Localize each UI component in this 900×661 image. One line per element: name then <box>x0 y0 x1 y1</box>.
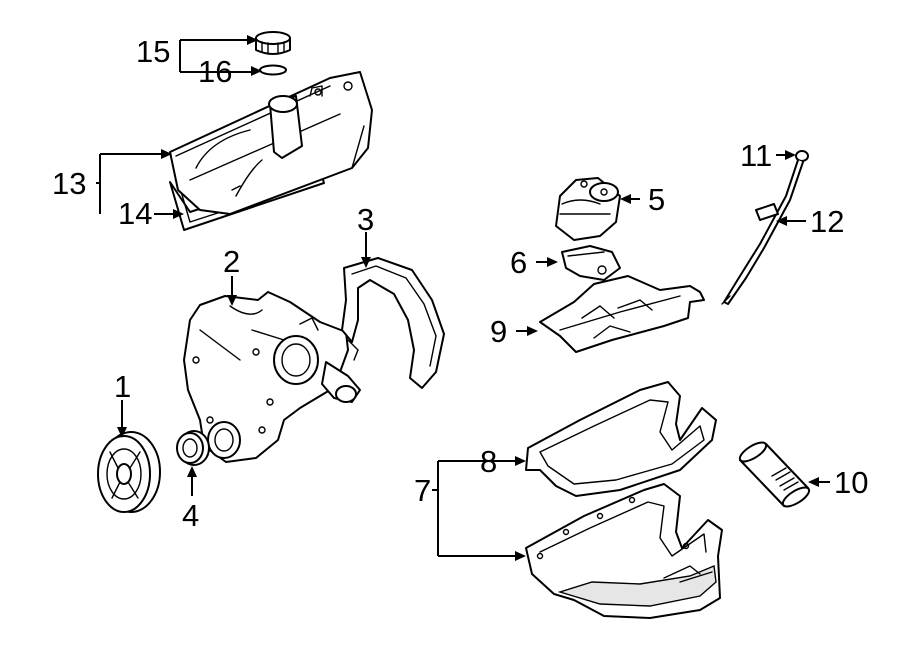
gasket-inner-edge <box>351 265 437 367</box>
oil-filter <box>738 441 811 508</box>
oil-pan-gasket-inner <box>539 399 705 485</box>
callout-12: 12 <box>810 204 844 239</box>
callout-labels: 15 16 13 14 2 3 1 4 5 6 9 11 12 10 8 7 <box>52 34 868 533</box>
callout-6: 6 <box>510 245 527 280</box>
oil-pan-gasket <box>525 381 717 497</box>
timing-cover-gasket <box>341 257 445 389</box>
callout-11: 11 <box>740 138 772 173</box>
dipstick-assembly <box>721 150 809 305</box>
callout-10: 10 <box>834 465 868 500</box>
oil-pump <box>555 177 621 241</box>
cap-seal-ring <box>259 64 287 76</box>
oil-pump-screen <box>561 245 621 281</box>
callout-9: 9 <box>490 314 507 349</box>
crankshaft-balancer <box>97 431 161 513</box>
callout-3: 3 <box>357 202 374 237</box>
callout-2: 2 <box>223 244 240 279</box>
timing-cover <box>183 291 361 463</box>
oil-pan <box>525 483 723 619</box>
callout-13: 13 <box>52 166 86 201</box>
callout-1: 1 <box>114 369 131 404</box>
callout-5: 5 <box>648 182 665 217</box>
callout-4: 4 <box>182 498 199 533</box>
oil-filler-cap <box>255 31 291 55</box>
callout-8: 8 <box>480 444 497 479</box>
callout-16: 16 <box>198 54 232 89</box>
callout-14: 14 <box>118 196 152 231</box>
callout-7: 7 <box>414 473 431 508</box>
leader-lines <box>96 35 830 561</box>
windage-tray <box>539 275 705 353</box>
valve-cover <box>169 71 373 231</box>
callout-15: 15 <box>136 34 170 69</box>
front-seal <box>176 430 210 466</box>
